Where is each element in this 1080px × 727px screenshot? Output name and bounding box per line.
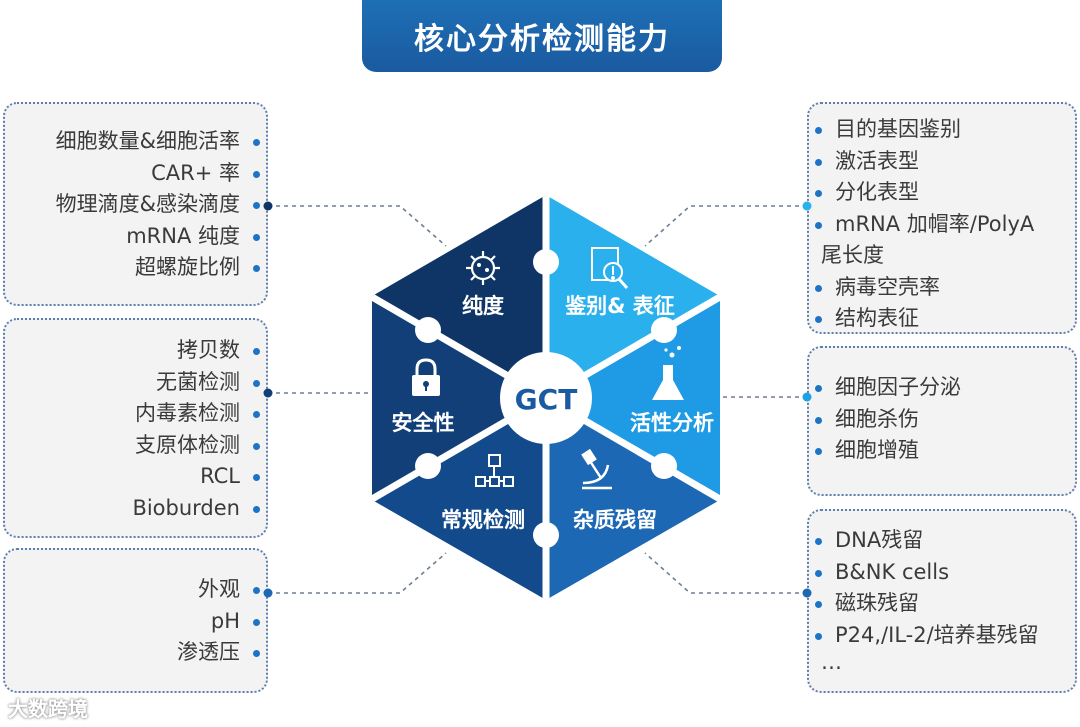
left-box-purity: 细胞数量&细胞活率 CAR+ 率 物理滴度&感染滴度 mRNA 纯度 超螺旋比例: [3, 102, 268, 306]
segment-label-safety: 安全性: [392, 411, 455, 435]
segment-label-routine: 常规检测: [441, 508, 525, 532]
connector-dot: [802, 201, 812, 211]
list-item: 物理滴度&感染滴度: [5, 189, 266, 221]
list-item: 细胞数量&细胞活率: [5, 126, 266, 158]
list-item: 分化表型: [809, 177, 1075, 209]
list-item: 结构表征: [809, 303, 1075, 335]
lock-icon: [412, 358, 440, 396]
connector-line: [268, 552, 447, 594]
list-item: 尾长度: [821, 243, 884, 267]
list-item: 超螺旋比例: [5, 252, 266, 284]
list-item: …: [821, 650, 842, 674]
microscope-icon: [581, 448, 612, 490]
segment-label-activity: 活性分析: [630, 411, 714, 435]
center-circle: [500, 352, 592, 444]
left-box-routine: 外观 pH 渗透压: [3, 548, 268, 693]
list-item: P24,/IL-2/培养基残留: [809, 620, 1075, 652]
right-box-identification: 目的基因鉴别 激活表型 分化表型 mRNA 加帽率/PolyA 尾长度 病毒空壳…: [807, 102, 1077, 334]
connector-dot: [263, 588, 273, 598]
knob: [415, 453, 441, 479]
connector-dot: [263, 201, 273, 211]
segment-routine: [372, 398, 546, 600]
connector-dot: [802, 588, 812, 598]
connector-line: [644, 205, 807, 247]
flask-icon: [652, 346, 684, 400]
list-item: 病毒空壳率: [809, 272, 1075, 304]
segment-identification: [546, 195, 720, 398]
list-item: 外观: [5, 574, 266, 606]
segment-label-impurity: 杂质残留: [573, 508, 657, 532]
list-item: 拷贝数: [5, 335, 266, 367]
connector-dot: [802, 392, 812, 402]
segment-purity: [372, 195, 546, 398]
knob: [533, 522, 559, 548]
segment-activity: [546, 296, 720, 500]
list-item: 渗透压: [5, 637, 266, 669]
connector-line: [268, 205, 447, 247]
knob: [651, 453, 677, 479]
segment-safety: [372, 296, 546, 500]
list-item: CAR+ 率: [5, 158, 266, 190]
list-item: B&NK cells: [809, 557, 1075, 589]
list-item: 细胞增殖: [809, 435, 1075, 467]
left-box-safety: 拷贝数 无菌检测 内毒素检测 支原体检测 RCL Bioburden: [3, 318, 268, 538]
magnifier-document-icon: [591, 247, 629, 289]
right-box-activity: 细胞因子分泌 细胞杀伤 细胞增殖: [807, 346, 1077, 496]
connector-line: [644, 552, 807, 594]
connector-lines: [268, 205, 807, 594]
knob: [533, 249, 559, 275]
right-box-impurity: DNA残留 B&NK cells 磁珠残留 P24,/IL-2/培养基残留 …: [807, 509, 1077, 693]
list-item: 内毒素检测: [5, 398, 266, 430]
list-item: 支原体检测: [5, 430, 266, 462]
page-title: 核心分析检测能力: [362, 0, 722, 72]
knob: [651, 317, 677, 343]
list-item: mRNA 纯度: [5, 221, 266, 253]
list-item: 目的基因鉴别: [809, 114, 1075, 146]
list-item: 磁珠残留: [809, 588, 1075, 620]
list-item: RCL: [5, 461, 266, 493]
virus-icon: [466, 251, 500, 285]
segment-impurity: [546, 398, 720, 600]
list-item: 激活表型: [809, 146, 1075, 178]
list-item: 细胞因子分泌: [809, 372, 1075, 404]
network-icon: [475, 454, 514, 487]
connector-dot: [263, 388, 273, 398]
list-item: DNA残留: [809, 525, 1075, 557]
list-item: Bioburden: [5, 493, 266, 525]
center-label: GCT: [515, 383, 578, 416]
list-item: pH: [5, 606, 266, 638]
list-item: 细胞杀伤: [809, 404, 1075, 436]
segment-label-purity: 纯度: [462, 294, 504, 318]
list-item: mRNA 加帽率/PolyA: [809, 209, 1075, 241]
watermark: 大数跨境: [8, 697, 88, 721]
list-item: 无菌检测: [5, 367, 266, 399]
knob: [415, 317, 441, 343]
segment-label-identification: 鉴别& 表征: [564, 294, 675, 318]
